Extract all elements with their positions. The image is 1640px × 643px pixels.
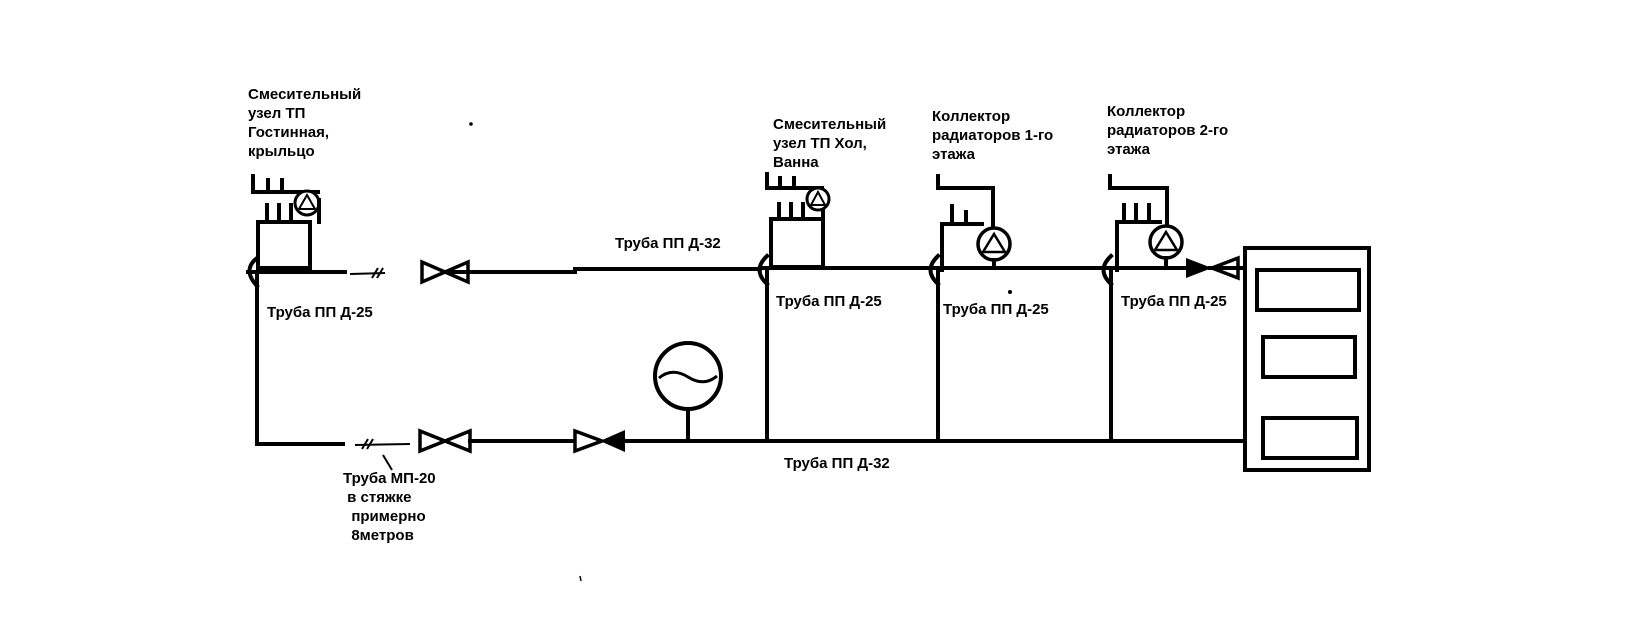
label-mixing-node-hall: Смесительный узел ТП Хол, Ванна xyxy=(773,116,890,171)
label-pipe-branch-floor2: Труба ПП Д-25 xyxy=(1121,293,1227,310)
label-pipe-return-main: Труба ПП Д-32 xyxy=(784,455,890,472)
collector-floor1 xyxy=(928,174,1012,294)
label-mixing-node-living: Смесительный узел ТП Гостинная, крыльцо xyxy=(248,86,365,160)
label-pipe-branch-floor1: Труба ПП Д-25 xyxy=(943,301,1049,318)
label-pipe-branch-living: Труба ПП Д-25 xyxy=(267,304,373,321)
valve-return xyxy=(418,428,472,454)
stray-dot xyxy=(469,122,473,126)
label-collector-floor2: Коллектор радиаторов 2-го этажа xyxy=(1107,103,1232,158)
mixing-node-living xyxy=(247,174,321,289)
expansion-tank xyxy=(653,341,723,443)
label-pipe-supply-main: Труба ПП Д-32 xyxy=(615,235,721,252)
label-pipe-mp: Труба МП-20 в стяжке примерно 8метров xyxy=(0,0,456,544)
collector-floor2 xyxy=(1101,174,1184,287)
mixing-node-hall xyxy=(757,172,831,287)
return-line xyxy=(255,268,1247,471)
check-valve-return xyxy=(573,428,625,454)
label-collector-floor1: Коллектор радиаторов 1-го этажа xyxy=(932,108,1057,163)
check-valve-supply xyxy=(1186,255,1240,281)
valve-supply xyxy=(420,259,470,285)
label-pipe-branch-hall: Труба ПП Д-25 xyxy=(776,293,882,310)
supply-line xyxy=(246,266,1247,279)
stray-mark xyxy=(579,575,582,582)
boiler xyxy=(1243,246,1371,472)
